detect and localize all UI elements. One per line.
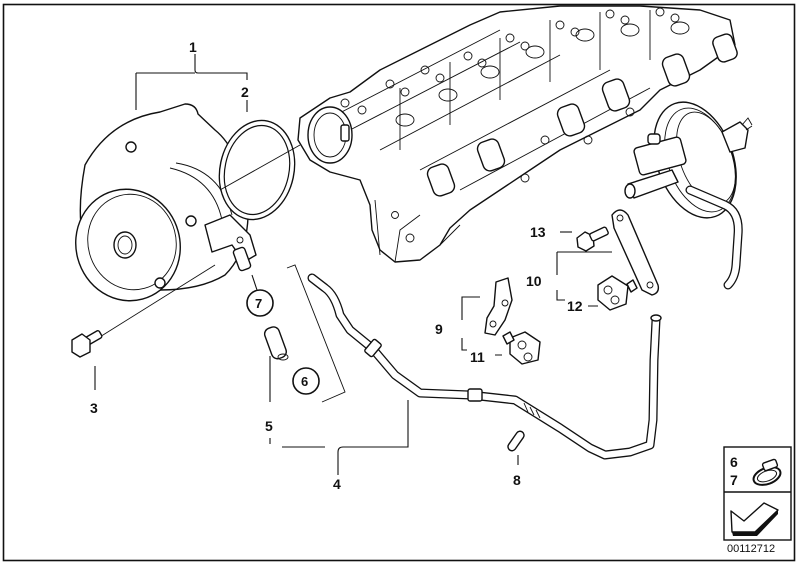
callout-13: 13 (530, 224, 546, 240)
hose-connector-illustration (263, 264, 346, 403)
callout-9: 9 (435, 321, 443, 337)
callout-6-circle (292, 367, 320, 395)
callout-7: 7 (255, 296, 262, 311)
callout-6: 6 (301, 374, 308, 389)
vacuum-pipe-illustration (307, 273, 662, 460)
pipe-clip-12-illustration (597, 275, 638, 311)
bolt-illustration (71, 264, 216, 358)
legend-item-7: 7 (730, 472, 738, 488)
callout-1: 1 (189, 39, 197, 55)
callout-2: 2 (241, 84, 249, 100)
legend-item-6: 6 (730, 454, 738, 470)
brake-booster-illustration (624, 101, 753, 290)
callout-4: 4 (333, 476, 341, 492)
callout-3: 3 (90, 400, 98, 416)
callout-12: 12 (567, 298, 583, 314)
pipe-clip-11-illustration (502, 331, 541, 365)
cylinder-head-illustration (297, 5, 738, 263)
vacuum-pump-illustration (75, 103, 257, 302)
callout-labels: 1 2 3 4 5 6 7 8 9 10 11 12 13 (90, 39, 583, 492)
callout-5: 5 (265, 418, 273, 434)
reference-number: 00112712 (727, 543, 775, 555)
arrow-icon (730, 502, 779, 536)
callout-10: 10 (526, 273, 542, 289)
bolt-13-illustration (576, 226, 609, 252)
callout-11: 11 (470, 349, 485, 365)
bracket-9-illustration (484, 277, 513, 336)
diagram-frame (2, 3, 796, 562)
o-ring-illustration (218, 119, 301, 221)
clip-illustration (507, 430, 525, 452)
callout-7-circle (246, 289, 274, 317)
legend-box: 6 7 00112712 (723, 446, 792, 555)
leader-lines (94, 54, 612, 475)
hose-clamp-icon (752, 458, 782, 486)
callout-8: 8 (513, 472, 521, 488)
bracket-10-illustration (611, 209, 660, 296)
